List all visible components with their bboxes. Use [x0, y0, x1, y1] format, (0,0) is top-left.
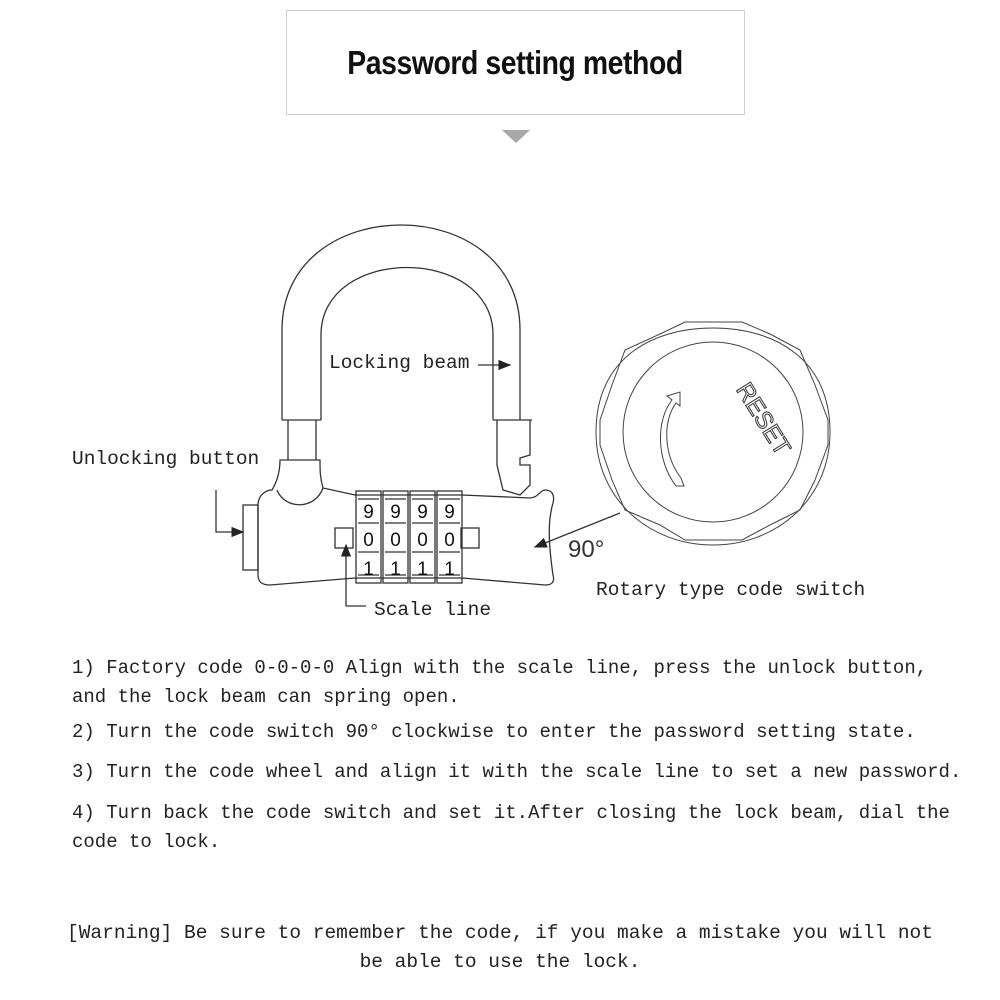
scale-line-label: Scale line [374, 599, 492, 621]
angle-label: 90° [568, 536, 605, 563]
down-triangle-icon [502, 130, 530, 143]
code-wheel: 9 0 1 [355, 490, 382, 584]
dial-digit: 1 [417, 559, 428, 580]
warning-content: [Warning] Be sure to remember the code, … [67, 922, 933, 973]
title-box: Password setting method [286, 10, 745, 115]
unlocking-button-label: Unlocking button [72, 448, 260, 470]
dial-digit: 9 [390, 502, 401, 523]
dial-digit: 1 [444, 559, 455, 580]
warning-text: [Warning] Be sure to remember the code, … [0, 919, 1000, 977]
dial-digit: 0 [390, 530, 401, 551]
step-4: 4) Turn back the code switch and set it.… [72, 802, 950, 853]
dial-digit: 9 [444, 502, 455, 523]
dial-digit: 0 [363, 530, 374, 551]
code-wheel: 9 0 1 [382, 490, 409, 584]
code-wheel: 9 0 1 [436, 490, 463, 584]
code-wheel: 9 0 1 [409, 490, 436, 584]
dial-digit: 1 [363, 559, 374, 580]
lock-body [242, 459, 555, 586]
locking-beam [281, 224, 532, 496]
locking-beam-label: Locking beam [329, 352, 470, 374]
dial-digit: 0 [444, 530, 455, 551]
rotary-code-switch: RESET [595, 321, 831, 546]
step-3: 3) Turn the code wheel and align it with… [72, 761, 962, 783]
step-2: 2) Turn the code switch 90° clockwise to… [72, 721, 916, 743]
rotation-arrow-icon [533, 512, 621, 548]
clockwise-arrow-icon [660, 391, 685, 487]
dial-digit: 9 [363, 502, 374, 523]
unlocking-button [242, 504, 259, 571]
rotary-switch-label: Rotary type code switch [596, 579, 866, 601]
dial-digit: 9 [417, 502, 428, 523]
dial-digit: 0 [417, 530, 428, 551]
reset-label: RESET [730, 378, 795, 460]
step-1: 1) Factory code 0-0-0-0 Align with the s… [72, 657, 928, 708]
page-title: Password setting method [347, 43, 684, 81]
dial-digit: 1 [390, 559, 401, 580]
button-arrow-icon [215, 490, 245, 538]
